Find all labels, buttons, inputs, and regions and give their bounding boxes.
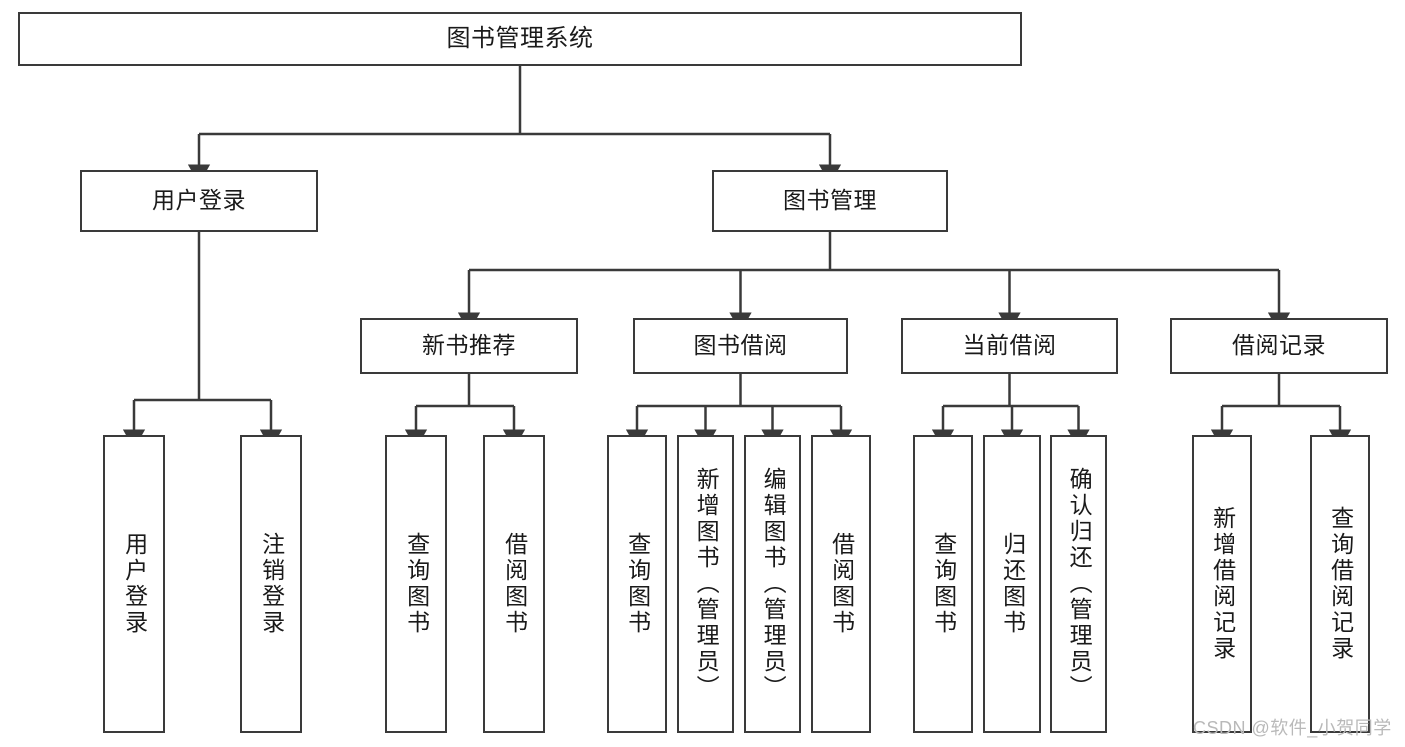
node-leaf-borrow-2[interactable]: 借阅图书 [811,435,871,733]
node-label: 图书管理系统 [446,24,594,52]
node-label: 当前借阅 [962,332,1057,359]
node-label: 借阅图书 [501,532,528,636]
node-label: 借阅记录 [1232,332,1326,359]
node-leaf-user-login[interactable]: 用户登录 [103,435,165,733]
node-label: 用户登录 [121,532,148,636]
node-leaf-logout[interactable]: 注销登录 [240,435,302,733]
node-leaf-query-2[interactable]: 查询图书 [607,435,667,733]
node-new-book-rec[interactable]: 新书推荐 [360,318,578,374]
node-borrow-record[interactable]: 借阅记录 [1170,318,1388,374]
node-user-login[interactable]: 用户登录 [80,170,318,232]
node-leaf-query-3[interactable]: 查询图书 [913,435,973,733]
node-label: 新书推荐 [422,332,516,359]
node-leaf-add-book[interactable]: 新增图书（管理员） [677,435,734,733]
node-leaf-query-1[interactable]: 查询图书 [385,435,447,733]
node-leaf-add-rec[interactable]: 新增借阅记录 [1192,435,1252,733]
node-label: 归还图书 [999,532,1026,636]
node-label: 编辑图书（管理员） [760,467,787,701]
node-label: 确认归还（管理员） [1066,467,1093,701]
node-leaf-query-rec[interactable]: 查询借阅记录 [1310,435,1370,733]
node-label: 用户登录 [152,187,246,214]
node-label: 查询图书 [403,532,430,636]
node-label: 图书管理 [783,187,877,214]
node-current-borrow[interactable]: 当前借阅 [901,318,1118,374]
node-label: 新增图书（管理员） [693,467,720,701]
node-book-borrow[interactable]: 图书借阅 [633,318,848,374]
node-label: 图书借阅 [693,332,788,359]
node-leaf-borrow-1[interactable]: 借阅图书 [483,435,545,733]
csdn-watermark: CSDN @软件_小贺同学 [1193,718,1392,738]
node-leaf-confirm[interactable]: 确认归还（管理员） [1050,435,1107,733]
tree-edges [122,66,1352,450]
node-label: 查询借阅记录 [1327,506,1354,662]
node-label: 新增借阅记录 [1209,506,1236,662]
node-leaf-edit-book[interactable]: 编辑图书（管理员） [744,435,801,733]
node-label: 注销登录 [258,532,285,636]
node-label: 查询图书 [624,532,651,636]
node-leaf-return[interactable]: 归还图书 [983,435,1041,733]
node-label: 查询图书 [930,532,957,636]
node-root[interactable]: 图书管理系统 [18,12,1022,66]
node-book-manage[interactable]: 图书管理 [712,170,948,232]
node-label: 借阅图书 [828,532,855,636]
